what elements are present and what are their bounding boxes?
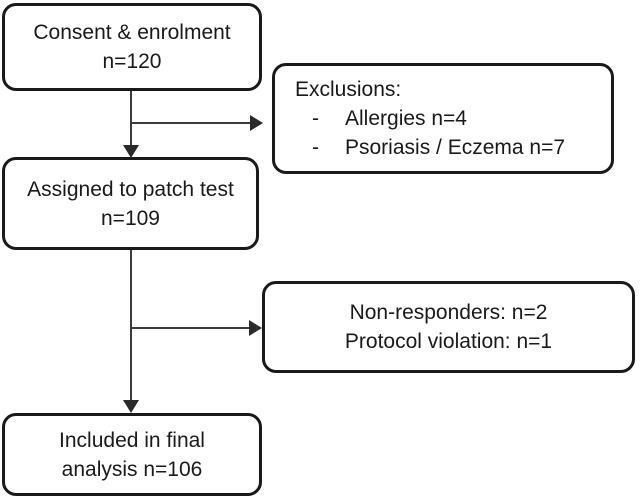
non-responders-label: Non-responders: n=2 <box>349 301 548 324</box>
connector-branch-to-dropouts <box>131 327 250 329</box>
included-final-analysis-label: Included in final <box>59 428 205 452</box>
bullet-dash: - <box>312 107 319 130</box>
included-final-analysis-count: analysis n=106 <box>61 457 203 481</box>
exclusion-item-allergies-label: Allergies n=4 <box>345 107 467 130</box>
arrow-head-right-icon <box>250 115 263 131</box>
arrow-head-down-icon <box>123 145 139 158</box>
exclusion-item-psoriasis-eczema: - Psoriasis / Eczema n=7 <box>295 133 603 162</box>
exclusions-box: Exclusions: - Allergies n=4 - Psoriasis … <box>272 63 614 174</box>
assigned-patch-test-count: n=109 <box>101 206 160 230</box>
dropouts-box: Non-responders: n=2 Protocol violation: … <box>262 281 635 373</box>
exclusion-item-allergies: - Allergies n=4 <box>295 104 603 133</box>
arrow-head-right-icon <box>249 320 262 336</box>
consent-enrolment-count: n=120 <box>102 50 162 73</box>
bullet-dash: - <box>312 136 319 159</box>
protocol-violation-label: Protocol violation: n=1 <box>344 330 553 353</box>
assigned-patch-test-box: Assigned to patch test n=109 <box>2 157 259 250</box>
connector-assigned-to-included <box>130 250 132 400</box>
consent-enrolment-label: Consent & enrolment <box>33 21 231 44</box>
consent-enrolment-box: Consent & enrolment n=120 <box>2 3 262 91</box>
included-final-analysis-box: Included in final analysis n=106 <box>2 413 262 496</box>
connector-consent-to-assigned <box>130 91 132 145</box>
connector-branch-to-exclusions <box>131 122 251 124</box>
arrow-head-down-icon <box>123 400 139 413</box>
assigned-patch-test-label: Assigned to patch test <box>27 177 234 201</box>
exclusion-item-psoriasis-eczema-label: Psoriasis / Eczema n=7 <box>345 136 566 159</box>
exclusions-title: Exclusions: <box>295 78 402 101</box>
